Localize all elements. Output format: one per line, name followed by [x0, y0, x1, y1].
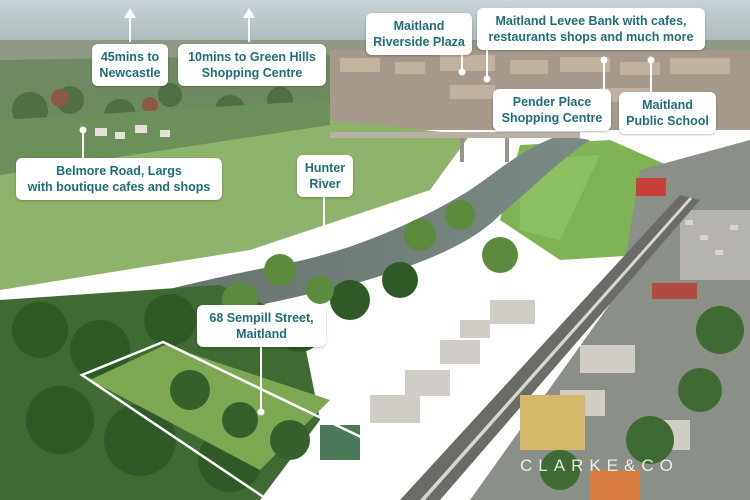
label-property-address: 68 Sempill Street,Maitland: [197, 305, 326, 347]
label-levee-bank: Maitland Levee Bank with cafes,restauran…: [477, 8, 705, 50]
label-pointers: [79, 8, 655, 416]
property-boundary: [79, 340, 417, 500]
watermark-logo: CLARKE&CO: [520, 456, 679, 475]
